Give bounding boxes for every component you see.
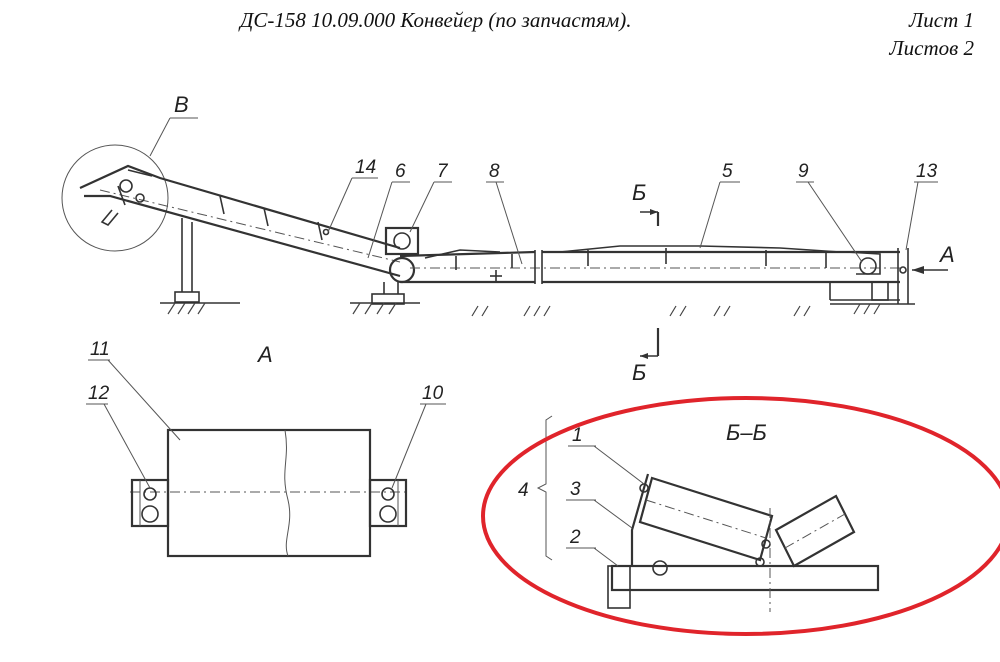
label-13: 13 (916, 161, 938, 182)
label-section-bb: Б–Б (726, 420, 767, 445)
side-roller (638, 476, 774, 562)
label-8: 8 (489, 161, 500, 182)
conveyor-side-view: В (61, 92, 955, 385)
label-view-a: А (256, 342, 273, 367)
label-2: 2 (569, 527, 581, 548)
label-9: 9 (798, 161, 809, 182)
label-1: 1 (572, 425, 583, 446)
sheet-number: Лист 1 (909, 8, 974, 32)
view-a-drum: А 11 12 10 (86, 339, 446, 558)
label-10: 10 (422, 383, 444, 404)
label-4: 4 (518, 480, 529, 501)
label-7: 7 (437, 161, 449, 182)
label-section-b-bottom: Б (632, 360, 646, 385)
horizontal-section (399, 245, 909, 304)
label-view-b: В (174, 92, 189, 117)
drive-unit (371, 226, 420, 305)
label-section-b-top: Б (632, 180, 646, 205)
label-arrow-a: А (938, 242, 955, 267)
sheet-count: Листов 2 (889, 36, 974, 60)
document-title: ДС-158 10.09.000 Конвейер (по запчастям)… (240, 8, 632, 32)
label-14: 14 (355, 157, 376, 178)
ground-hatching (160, 302, 915, 317)
label-3: 3 (570, 479, 581, 500)
leader-b (149, 117, 171, 157)
left-bearing (130, 478, 170, 528)
label-11: 11 (90, 339, 110, 360)
label-5: 5 (722, 161, 733, 182)
position-leaders: 14 6 7 8 5 9 13 А Б Б (327, 157, 955, 385)
base-frame (610, 564, 880, 592)
detail-circle-b (61, 144, 169, 252)
right-bearing (368, 478, 408, 528)
inclined-section (79, 164, 401, 303)
drum-body (166, 428, 372, 558)
idler-bracket (630, 473, 650, 566)
label-12: 12 (88, 383, 110, 404)
label-6: 6 (395, 161, 406, 182)
section-bb: Б–Б 4 1 3 2 (481, 396, 1000, 636)
highlight-ellipse (481, 396, 1000, 636)
group-brace (536, 415, 553, 561)
right-side-roller (774, 494, 856, 568)
